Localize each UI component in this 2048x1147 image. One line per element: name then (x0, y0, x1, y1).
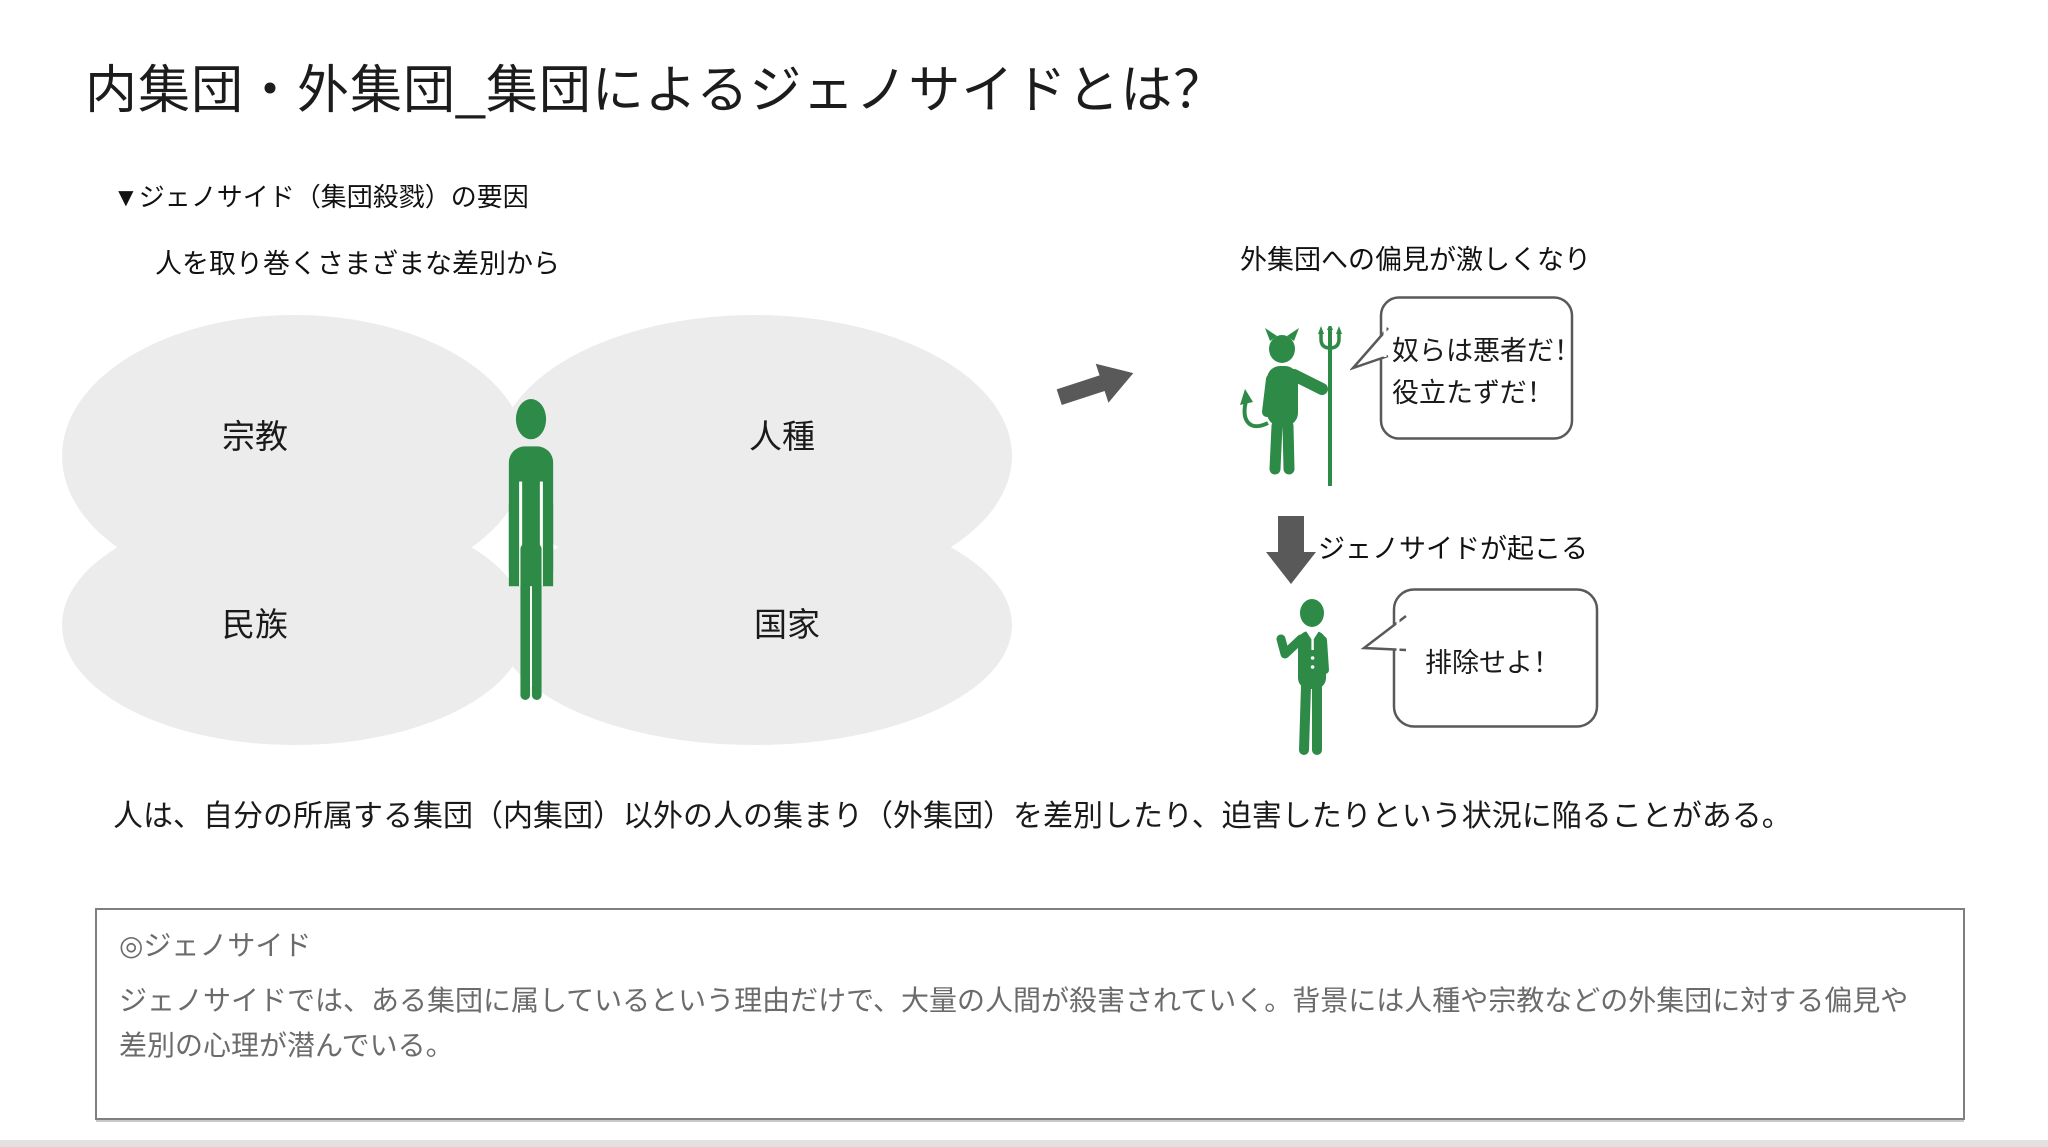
bubble-line: 奴らは悪者だ！ (1392, 336, 1581, 366)
standing-person-icon (498, 393, 564, 710)
right-diagram-caption: 外集団への偏見が激しくなり (1240, 245, 1591, 275)
speech-bubble-exclude-text: 排除せよ！ (1425, 648, 1560, 678)
bubble-line: 役立たずだ！ (1392, 378, 1554, 408)
genocide-arrow-caption: ジェノサイドが起こる (1318, 534, 1588, 564)
window-bottom-strip (0, 1140, 2048, 1147)
section-heading: ▼ジェノサイド（集団殺戮）の要因 (113, 182, 529, 212)
summary-paragraph: 人は、自分の所属する集団（内集団）以外の人の集まり（外集団）を差別したり、迫害し… (113, 800, 1792, 833)
page-title: 内集団・外集団_集団によるジェノサイドとは？ (85, 62, 1227, 120)
left-diagram-caption: 人を取り巻くさまざまな差別から (155, 249, 560, 279)
ellipse-ethnicity (62, 505, 527, 745)
arrow-down-icon (1266, 516, 1316, 589)
ellipse-label-religion: 宗教 (222, 418, 288, 455)
ellipse-label-race: 人種 (749, 418, 815, 455)
ellipse-nation (497, 505, 1012, 745)
devil-with-trident-icon (1236, 323, 1348, 499)
note-body: ジェノサイドでは、ある集団に属しているという理由だけで、大量の人間が殺害されてい… (119, 985, 1909, 1061)
suited-person-icon (1268, 598, 1348, 768)
arrow-up-right-icon (1053, 353, 1142, 422)
note-heading: ◎ジェノサイド (119, 930, 312, 961)
note-box: ◎ジェノサイド ジェノサイドでは、ある集団に属しているという理由だけで、大量の人… (95, 908, 1965, 1120)
ellipse-label-ethnicity: 民族 (222, 606, 288, 643)
speech-bubble-exclude (1350, 588, 1600, 735)
speech-bubble-prejudice-text: 奴らは悪者だ！ 役立たずだ！ (1392, 330, 1581, 414)
ellipse-label-nation: 国家 (754, 606, 820, 643)
speech-bubble-prejudice (1348, 296, 1575, 449)
